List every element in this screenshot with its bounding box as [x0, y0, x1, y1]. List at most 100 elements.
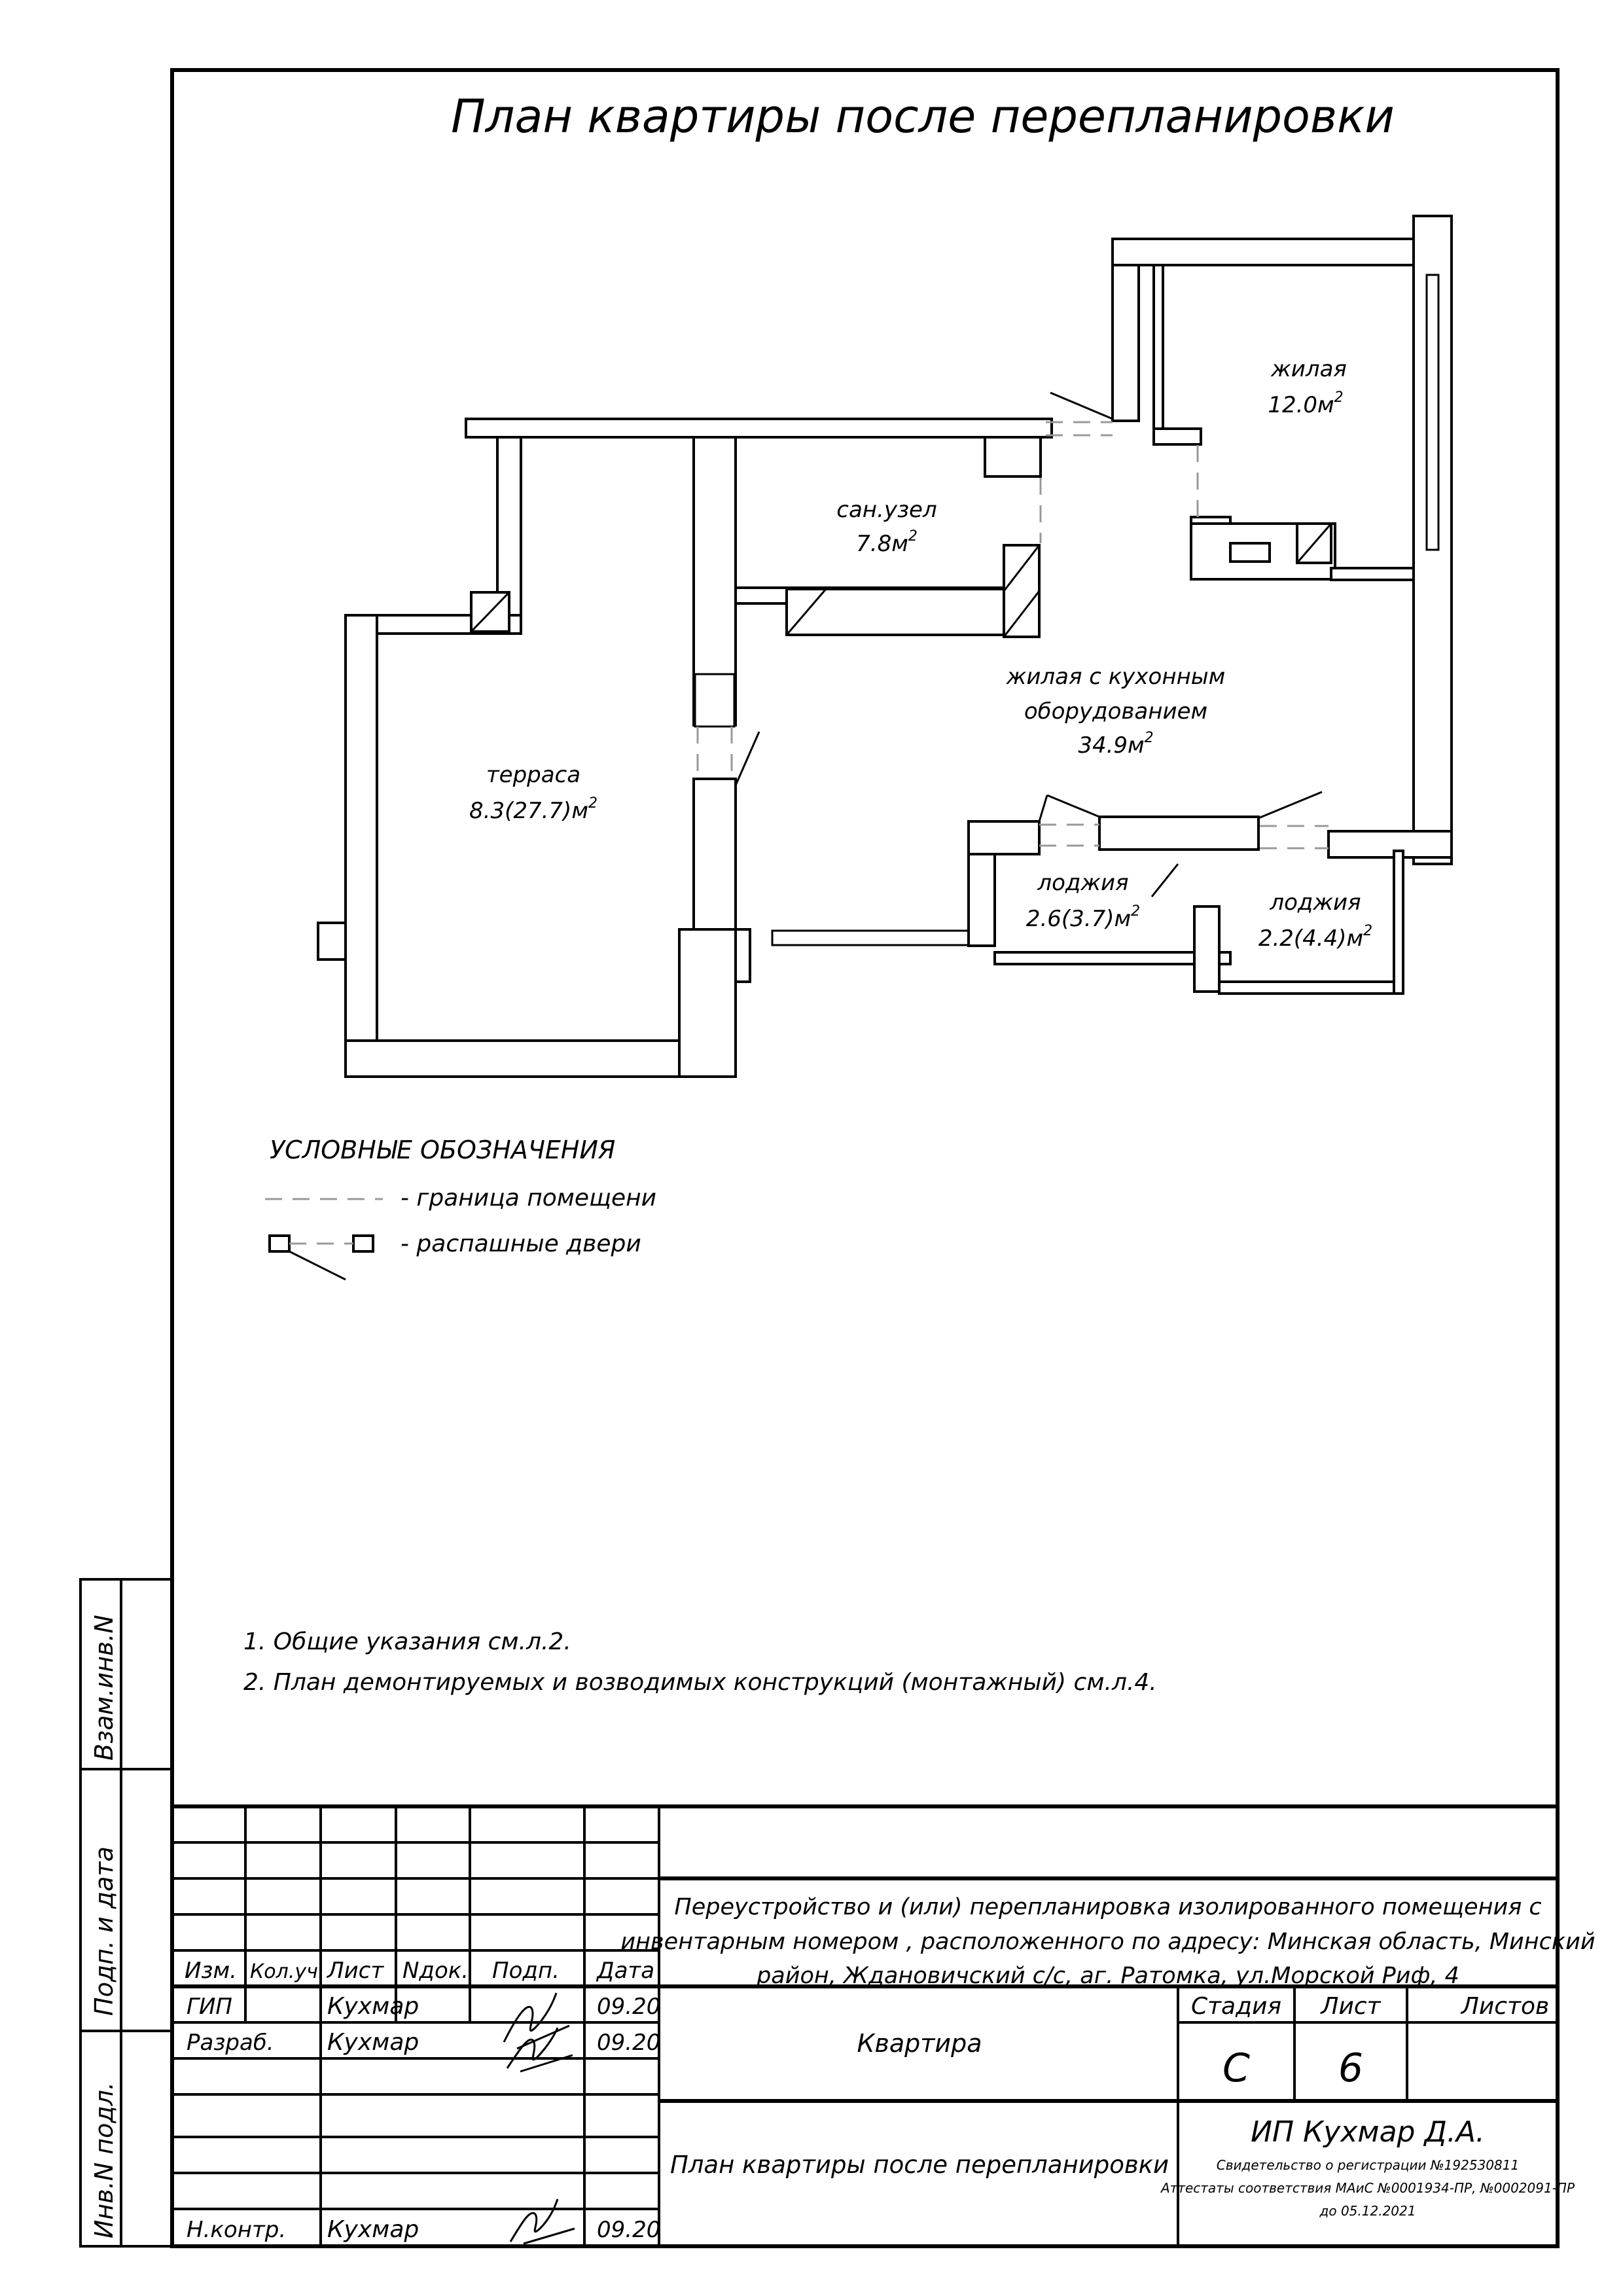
wall [1111, 238, 1415, 266]
tb-company-line: Свидетельство о регистрации №192530811 [1217, 2157, 1519, 2173]
side-stamp-label: Инв.N подл. [90, 2082, 118, 2238]
wall [1152, 427, 1202, 446]
page-title: План квартиры после перепланировки [451, 90, 1395, 143]
wall [1003, 590, 1041, 637]
wall [1393, 850, 1404, 995]
wall [1003, 544, 1041, 638]
floor-plan [317, 215, 1453, 1078]
tb-date: 09.20 [597, 2217, 660, 2243]
side-stamp: Взам.инв.N Подп. и дата Инв.N подл. [79, 1578, 173, 2248]
tb-header: Изм. [185, 1958, 237, 1984]
tb-header: Дата [596, 1958, 654, 1984]
room-area: 12.0м2 [1268, 389, 1343, 418]
door-swing [1038, 795, 1048, 822]
note: 1. Общие указания см.л.2. [243, 1628, 571, 1655]
room-name: лоджия [1269, 889, 1361, 916]
room-name: лоджия [1037, 870, 1128, 896]
door-swing [1046, 794, 1100, 818]
win [1425, 274, 1440, 551]
room-name: жилая с кухонным [1006, 664, 1226, 690]
legend-title: УСЛОВНЫЕ ОБОЗНАЧЕНИЯ [270, 1136, 615, 1164]
wall [465, 418, 1053, 439]
tb-name: Кухмар [327, 2216, 419, 2243]
room-name-line2: оборудованием [1024, 698, 1207, 725]
wall [678, 928, 737, 1078]
wall [785, 588, 827, 636]
wall [1327, 830, 1453, 859]
area-value: 2.6(3.7)м [1026, 906, 1131, 932]
room-area: 7.8м2 [856, 528, 918, 557]
area-exponent: 2 [1145, 730, 1154, 746]
wall [344, 1039, 681, 1078]
room-name: терраса [486, 762, 580, 788]
note: 2. План демонтируемых и возводимых конст… [243, 1669, 1157, 1696]
sheet-frame [170, 68, 1560, 2248]
signature [506, 2027, 573, 2073]
wall [1296, 523, 1332, 564]
side-stamp-label: Взам.инв.N [90, 1615, 118, 1761]
tb-name: Кухмар [327, 2029, 419, 2056]
wall [967, 820, 1041, 855]
signature [509, 2198, 575, 2245]
area-exponent: 2 [1363, 923, 1372, 939]
wall [1003, 545, 1041, 592]
room-area: 34.9м2 [1078, 730, 1153, 759]
legend-item: - граница помещени [401, 1185, 656, 1211]
wall [1193, 905, 1221, 993]
tb-stage: С [1222, 2045, 1250, 2091]
tb-sheet: 6 [1338, 2045, 1363, 2091]
wall [984, 436, 1042, 478]
legend-door-symbol [268, 1234, 291, 1253]
wall [317, 922, 347, 961]
room-area: 8.3(27.7)м2 [469, 795, 597, 824]
area-exponent: 2 [1131, 903, 1140, 920]
tb-company-line: до 05.12.2021 [1319, 2203, 1416, 2219]
tb-sheet-label: Лист [1319, 1993, 1381, 2020]
door-swing [734, 731, 760, 786]
tb-role: ГИП [187, 1994, 232, 2020]
wall [1229, 542, 1271, 563]
tb-sheets-label: Листов [1460, 1993, 1549, 2020]
room-name: сан.узел [836, 497, 936, 523]
tb-sheet-name: План квартиры после перепланировки [670, 2151, 1169, 2179]
tb-project-line: Переустройство и (или) перепланировка из… [674, 1894, 1541, 1920]
tb-company: ИП Кухмар Д.А. [1251, 2115, 1485, 2149]
tb-header: Nдок. [402, 1958, 469, 1984]
door-swing [1258, 791, 1323, 819]
win [771, 929, 970, 946]
room-area: 2.2(4.4)м2 [1258, 923, 1372, 952]
tb-project-line: район, Ждановичский с/с, аг. Ратомка, ул… [756, 1963, 1459, 1989]
room-area: 2.6(3.7)м2 [1026, 903, 1140, 932]
room-name: жилая [1270, 356, 1347, 382]
legend-item: - распашные двери [401, 1230, 641, 1257]
tb-object: Квартира [857, 2029, 982, 2058]
area-value: 8.3(27.7)м [469, 798, 588, 824]
tb-role: Разраб. [187, 2030, 274, 2056]
tb-header: Подп. [492, 1958, 560, 1984]
wall [1218, 980, 1402, 995]
wall [470, 591, 510, 633]
area-value: 7.8м [856, 531, 908, 557]
legend-door-symbol [352, 1234, 374, 1253]
tb-stage-label: Стадия [1191, 1993, 1281, 2020]
tb-project-line: инвентарным номером , расположенного по … [620, 1929, 1595, 1955]
area-value: 2.2(4.4)м [1258, 925, 1363, 952]
wall [1330, 567, 1415, 581]
area-value: 34.9м [1078, 732, 1144, 759]
tb-date: 09.20 [597, 1994, 660, 2020]
area-exponent: 2 [588, 795, 597, 812]
legend-door-symbol [289, 1250, 346, 1281]
door-swing [1150, 863, 1179, 897]
area-exponent: 2 [908, 528, 918, 545]
wall [1111, 238, 1140, 422]
area-exponent: 2 [1334, 389, 1344, 406]
tb-company-line: Аттестаты соответствия МАиС №0001934-ПР,… [1160, 2180, 1575, 2196]
tb-role: Н.контр. [187, 2217, 286, 2243]
wall [1152, 264, 1164, 440]
wall [785, 588, 1037, 636]
legend: УСЛОВНЫЕ ОБОЗНАЧЕНИЯ - граница помещени … [265, 1136, 656, 1281]
win [694, 673, 736, 728]
wall [993, 951, 1232, 965]
tb-date: 09.20 [597, 2030, 660, 2056]
